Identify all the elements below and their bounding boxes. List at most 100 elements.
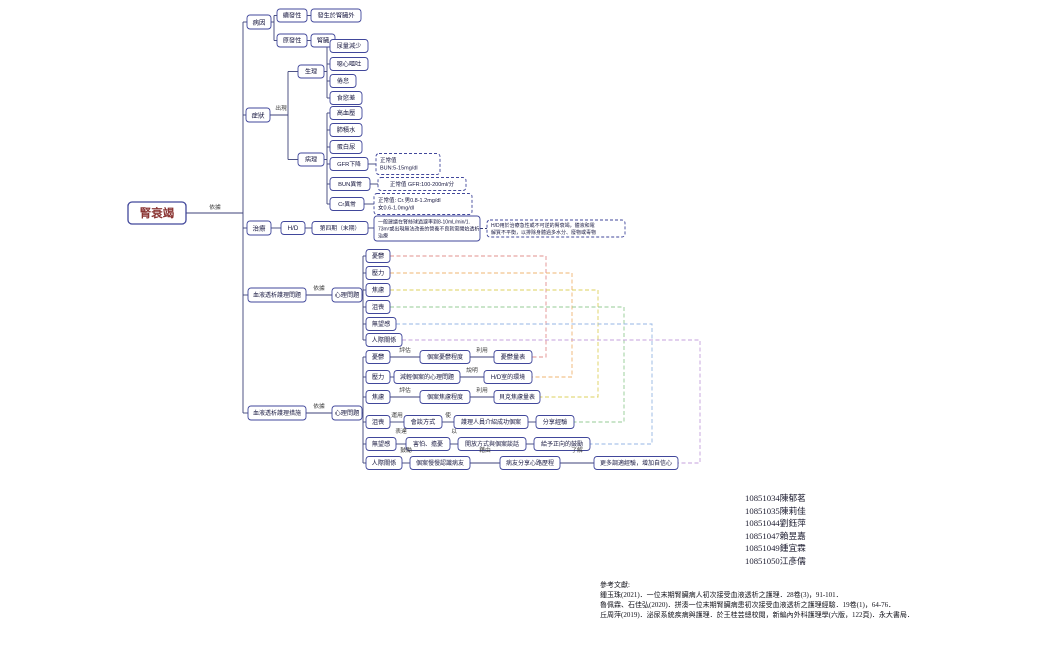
node-fatigue: 倦怠 [329,74,357,88]
node-meet-other-patients-label: 個案慢慢認識病友 [416,459,464,467]
node-cr-abnormal: Cr異常 [329,197,365,211]
edge-label: 說明 [466,366,478,374]
node-interview-method-label: 會談方式 [411,418,436,426]
node-hypertension-label: 高血壓 [337,109,356,117]
node-patients-share-journey-label: 病友分享心路歷程 [506,459,554,467]
node-dialysis-indication: 一般建議在腎絲球過濾率到8-10mL/min/1.73m²或出現無法改善的營養不… [373,215,481,242]
node-share-experience-label: 分享經驗 [543,418,568,426]
credit-line: 10851034陳郁茗 [745,493,806,503]
node-outside-kidney: 發生於腎臟外 [310,8,362,23]
node-nursing-problems: 血液透析護理問題 [247,287,307,303]
node-nursing-problems-label: 血液透析護理問題 [253,291,301,299]
node-measure-depression: 憂鬱 [365,350,391,364]
node-problem-frustration: 沮喪 [365,300,391,314]
edge-label: 以 [451,428,457,435]
node-positive-encouragement-label: 給予正向的鼓勵 [541,440,583,448]
node-share-experience: 分享經驗 [535,415,575,429]
node-oliguria-label: 尿量減少 [337,42,362,50]
references-list: 鍾玉珠(2021)．一位末期腎臟病人初次接受血液透析之護理．28卷(3)，91-… [600,590,914,620]
node-measure-stress-label: 壓力 [372,373,384,381]
node-problem-relationships-label: 人際關係 [372,336,397,344]
link-anxiety [390,289,599,398]
node-hd-label: H/D [288,225,299,232]
edge-label: 鼓勵 [400,446,412,454]
edge-label: 評估 [399,346,411,354]
node-gfr-decline-label: GFR下降 [337,160,361,168]
link-frustration [390,306,625,423]
node-problem-stress-label: 壓力 [372,269,384,277]
credits-block: 10851034陳郁茗 10851035陳莉佳 10851044劉鈺萍 1085104… [745,492,806,567]
node-cr-normal-value-label: 女0.6-1.0mg/dl [378,204,414,212]
node-depression-scale-label: 憂鬱量表 [501,353,526,361]
node-fatigue-label: 倦怠 [337,77,349,85]
node-problem-depression: 憂鬱 [365,249,391,263]
node-psych-measures: 心理問題 [331,405,363,421]
node-bun-abnormal: BUN異常 [329,177,371,191]
node-interview-method: 會談方式 [403,415,443,429]
credit-line: 10851047賴昱嘉 [745,530,806,541]
node-stage4-end-stage-label: 第四期（末期） [320,224,361,232]
node-pulmonary-edema: 肺積水 [329,123,363,137]
edge-label: 了解 [571,446,583,454]
node-primary-label: 原發性 [283,37,302,45]
node-measure-stress: 壓力 [365,370,391,384]
node-open-talk: 開放方式與個案談話 [457,437,527,451]
node-secondary-label: 續發性 [283,12,302,20]
node-psych-problems: 心理問題 [331,287,363,303]
node-gfr-decline: GFR下降 [329,157,369,171]
node-treatment: 治療 [246,220,272,236]
node-problem-anxiety: 焦慮 [365,283,391,297]
node-meet-other-patients: 個案慢慢認識病友 [409,456,471,470]
node-fear-worry: 害怕、擔憂 [405,437,451,451]
node-psych-measures-label: 心理問題 [335,410,360,417]
node-hd-room-environment-label: H/D室的環境 [491,373,525,381]
node-anxiety-level-label: 個案焦慮程度 [427,393,463,401]
node-open-talk-label: 開放方式與個案談話 [465,440,519,448]
node-fear-worry-label: 害怕、擔憂 [413,440,443,448]
node-problem-hopelessness-label: 無望感 [372,320,391,328]
node-problem-hopelessness: 無望感 [365,317,397,331]
node-physiological-label: 生理 [305,68,317,76]
node-measure-relationships-label: 人際關係 [372,459,397,467]
edge-label: 表達 [395,427,407,435]
node-reduce-psych-problem-label: 減輕個案的心理問題 [400,373,454,381]
node-hd-purpose: H/D用於治療急性或不可逆的腎衰竭，體液和電解質不平衡，以排除身體過多水分、廢物… [486,219,626,238]
node-measure-anxiety-label: 焦慮 [372,393,384,401]
node-beck-anxiety-scale: 貝克焦慮量表 [493,390,541,404]
node-cause-label: 病因 [253,17,266,26]
node-symptoms-label: 症狀 [252,110,266,119]
node-measure-frustration: 沮喪 [365,415,391,429]
node-bun-normal-value-label: 正常值 [380,156,397,164]
edge-label: 藉由 [479,446,491,454]
node-measure-anxiety: 焦慮 [365,390,391,404]
node-measure-depression-label: 憂鬱 [372,353,384,361]
node-nursing-measures: 血液透析護理措施 [247,405,307,421]
root-kidney-failure: 腎衰竭 [127,201,187,225]
node-measure-hopelessness: 無望感 [365,437,397,451]
node-cr-normal-value-label: 正常值: Cr.男0.8-1.2mg/dl [378,196,441,204]
edge-label: 運用 [391,412,403,419]
node-pulmonary-edema-label: 肺積水 [337,126,356,134]
node-proteinuria: 蛋白尿 [329,140,363,154]
node-stage4-end-stage: 第四期（末期） [311,221,369,235]
credit-line: 10851035陳莉佳 [745,505,806,516]
edge-label: 出現 [275,104,287,112]
node-depression-level: 個案憂鬱程度 [419,350,471,364]
credit-line: 10851044劉鈺萍 [745,518,806,528]
node-bun-abnormal-label: BUN異常 [338,180,362,188]
link-hopelessness [396,323,653,445]
node-proteinuria-label: 蛋白尿 [337,143,356,151]
node-nurse-introduce-case-label: 護理人員介紹成功個案 [461,418,521,426]
references-heading: 參考文獻: [600,581,630,589]
node-dialysis-indication-label: 73m²或出現無法改善的營養不良就需開始透析 [378,225,479,232]
edge-label: 依據 [209,203,221,211]
node-problem-anxiety-label: 焦慮 [372,286,384,294]
node-secondary: 續發性 [276,8,308,23]
node-bun-normal-value-label: BUN:5-15mg/dl [380,166,418,172]
node-cause: 病因 [246,14,272,30]
link-stress [390,272,573,378]
node-kidney-label: 腎臟 [317,37,330,45]
node-nursing-measures-label: 血液透析護理措施 [253,409,301,417]
